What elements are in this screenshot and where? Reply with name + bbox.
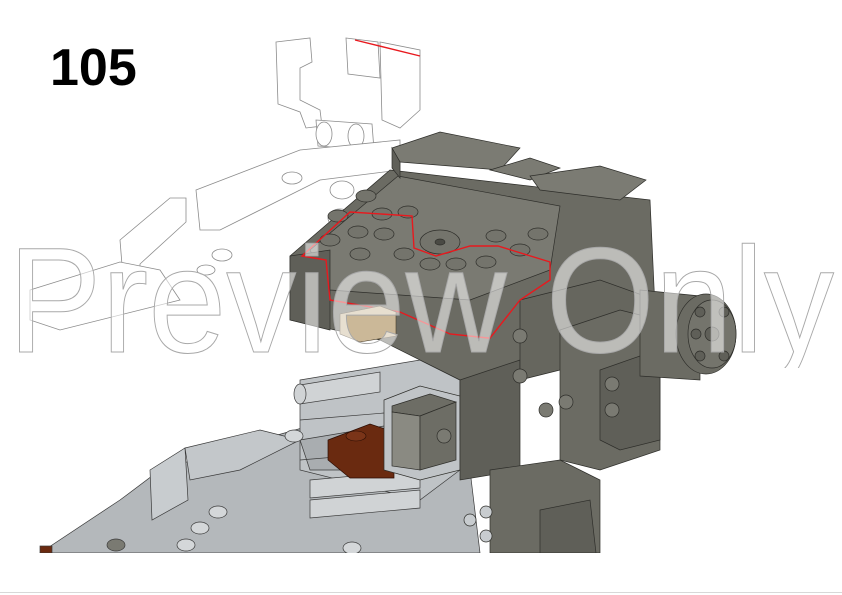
reddish-brown-plate (327, 423, 395, 479)
grille-block (383, 385, 461, 481)
step-number: 105 (50, 39, 137, 97)
footer-divider (0, 592, 842, 593)
wheel-hub (639, 289, 737, 381)
tan-piece (339, 305, 397, 343)
ghost-outline-parts (29, 37, 421, 331)
